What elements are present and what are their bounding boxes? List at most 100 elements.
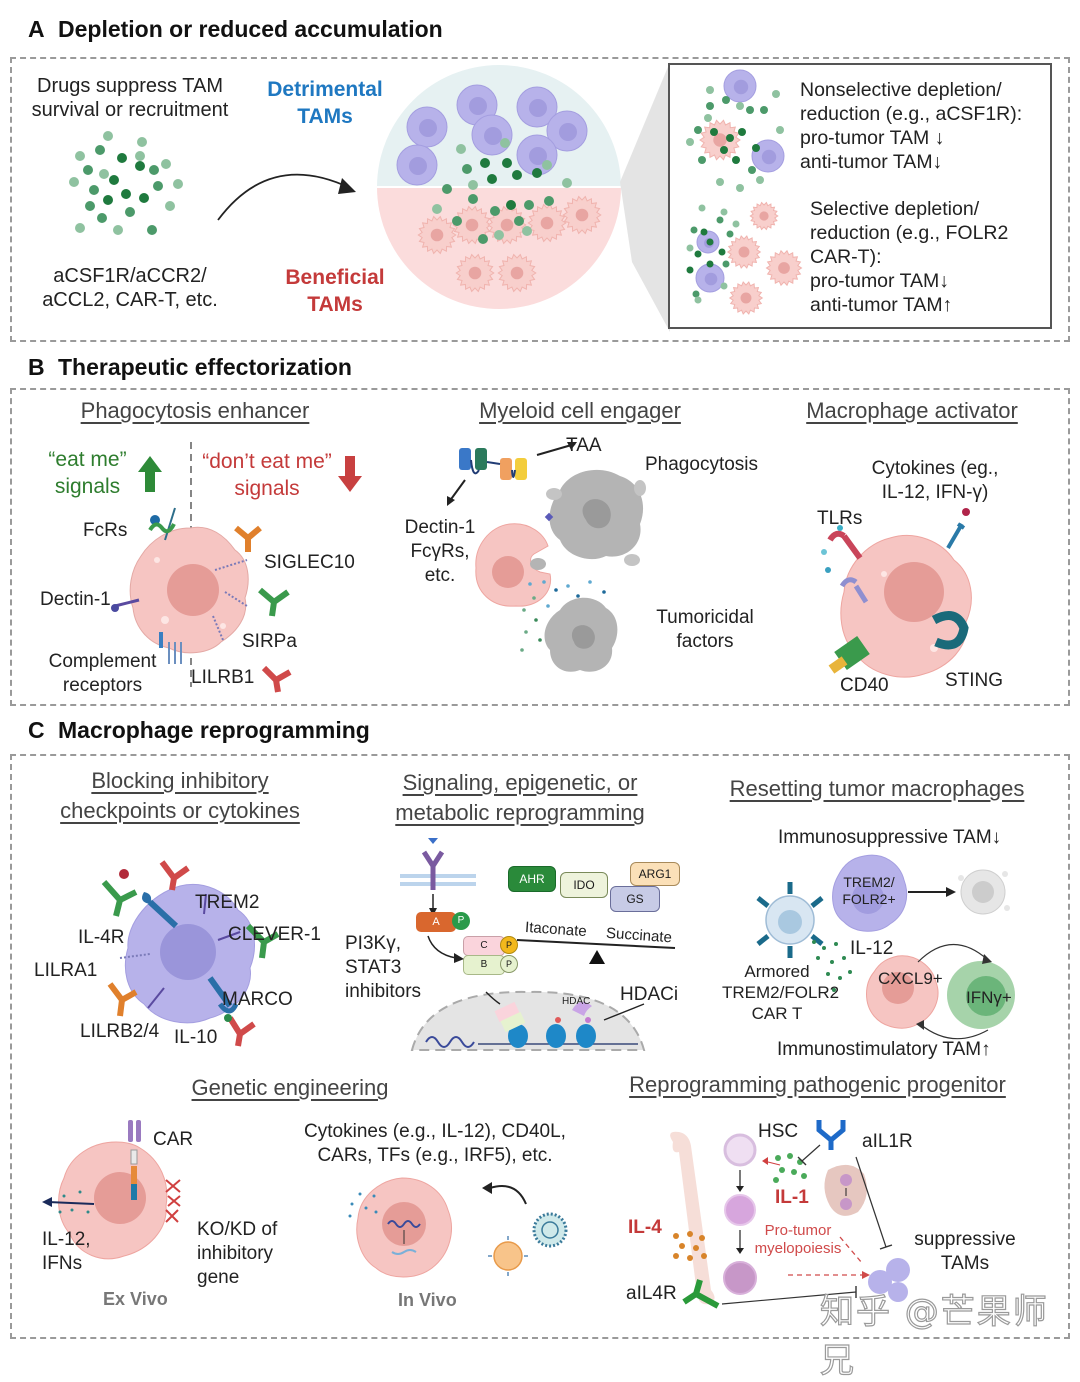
depletion-inset [668,63,1052,329]
section-a-heading: Depletion or reduced accumulation [58,16,443,42]
tam-nucleus [704,272,718,286]
drug-particles [69,131,183,235]
drug-particle [706,260,714,268]
drug-particle [720,146,728,154]
drug-particle [161,159,171,169]
panel-c [10,754,1070,1339]
car-t-line3: CAR T [751,1004,803,1023]
drug-particle [716,216,724,224]
drug-particle [99,169,109,179]
pro-tumor-line2: myelopoiesis [754,1240,842,1257]
label-complement-receptors: Complement receptors [40,650,165,698]
secretion-dot [524,630,528,634]
label-trem2: TREM2 [195,892,260,913]
label-fcrs: FcRs [83,520,128,541]
car-t-cell [756,882,824,958]
label-lilra1: LILRA1 [34,960,98,981]
tam-nucleus [468,266,482,280]
drug-particle [432,204,442,214]
drug-particle [722,260,730,268]
label-dectin-1: Dectin-1 [40,589,111,610]
drug-particle [736,184,744,192]
arrow-down-icon [338,456,362,492]
eat-me-signals: “eat me” signals [30,446,145,500]
drug-particle [494,230,504,240]
drug-particle [686,244,694,252]
drug-particle [690,226,698,234]
bispecific-engager-icon [447,442,577,506]
drug-dots-group [69,131,183,235]
label-tumoricidal-factors: Tumoricidal factors [640,606,770,654]
drug-particle [137,137,147,147]
drug-particle [700,228,708,236]
drug-particle [139,193,149,203]
label-engager-receptors: Dectin-1 FcγRs, etc. [400,516,480,588]
drug-particle [686,138,694,146]
drug-particle [720,208,728,216]
blocking-inhibitory-title: Blocking inhibitory checkpoints or cytok… [40,766,320,826]
tam-nucleus [575,208,589,222]
drug-particle [732,220,740,228]
drug-particle [732,156,740,164]
engager-receptors-line2: FcγRs, [410,541,470,562]
phospho-a: P [452,912,470,930]
tumoricidal-line2: factors [676,631,734,652]
tumor-cell-tumoricidal [520,580,618,672]
inhibitors-line3: inhibitors [345,981,422,1002]
label-sirpa: SIRPa [242,631,297,652]
drug-particle [480,158,490,168]
drug-particle [544,196,554,206]
tam-nucleus [713,133,727,147]
payload-line1: Cytokines (e.g., IL-12), CD40L, [304,1121,566,1142]
beneficial-line2: TAMs [307,293,363,316]
watermark-text: 知乎 @芒果师兄 [819,1291,1049,1381]
drug-particle [500,138,510,148]
label-ex-vivo: Ex Vivo [103,1289,168,1309]
signaling-title-line1: Signaling, epigenetic, or [402,770,638,795]
drug-particle [468,180,478,190]
detrimental-tams-label: Detrimental TAMs [255,76,395,130]
ail1r-antibody-icon [816,1120,846,1150]
tam-nucleus [778,262,790,274]
beneficial-tams-label: Beneficial TAMs [265,264,405,318]
drug-particle [456,144,466,154]
il12-ifns-line1: IL-12, [42,1229,91,1250]
activator-cytokines-line2: IL-12, IFN-γ) [881,482,989,503]
eat-me-line1: “eat me” [48,448,127,471]
inhibitors-line2: STAT3 [345,957,402,978]
drug-particle [704,114,712,122]
il4-dots [673,1231,707,1261]
drug-particle [109,175,119,185]
drug-particle [452,216,462,226]
drug-particle [135,151,145,161]
drug-particle [756,176,764,184]
selective-text: Selective depletion/ reduction (e.g., FO… [810,197,1008,317]
phospho-b-label: P [505,959,512,969]
label-hsc: HSC [758,1121,799,1142]
signaling-title-line2: metabolic reprogramming [395,800,645,825]
drug-particle [760,106,768,114]
drug-particle [173,179,183,189]
trem2-folr2-line1: TREM2/ [843,874,895,890]
secretion-dot [520,648,524,652]
drug-particle [748,166,756,174]
enzyme-ahr: AHR [508,866,556,892]
cxcl9-macrophage [866,955,939,1029]
il12-secretion-dots [812,940,852,992]
resetting-tumor-macrophages-title: Resetting tumor macrophages [729,776,1025,801]
beneficial-line1: Beneficial [285,266,385,289]
secretion-dot [546,604,550,608]
secretion-dot [566,584,570,588]
phospho-a-label: P [457,915,465,926]
dont-eat-me-line2: signals [234,477,300,500]
nucleus-chromatin [410,990,646,1051]
lilrb1-antibody-icon [261,665,292,693]
tam-checkpoint-cell [101,860,280,1047]
secretion-dot [534,618,538,622]
label-il-1: IL-1 [775,1187,809,1208]
drug-particle [97,213,107,223]
inhibitors-line1: PI3Kγ, [345,933,401,954]
drug-particle [686,266,694,274]
